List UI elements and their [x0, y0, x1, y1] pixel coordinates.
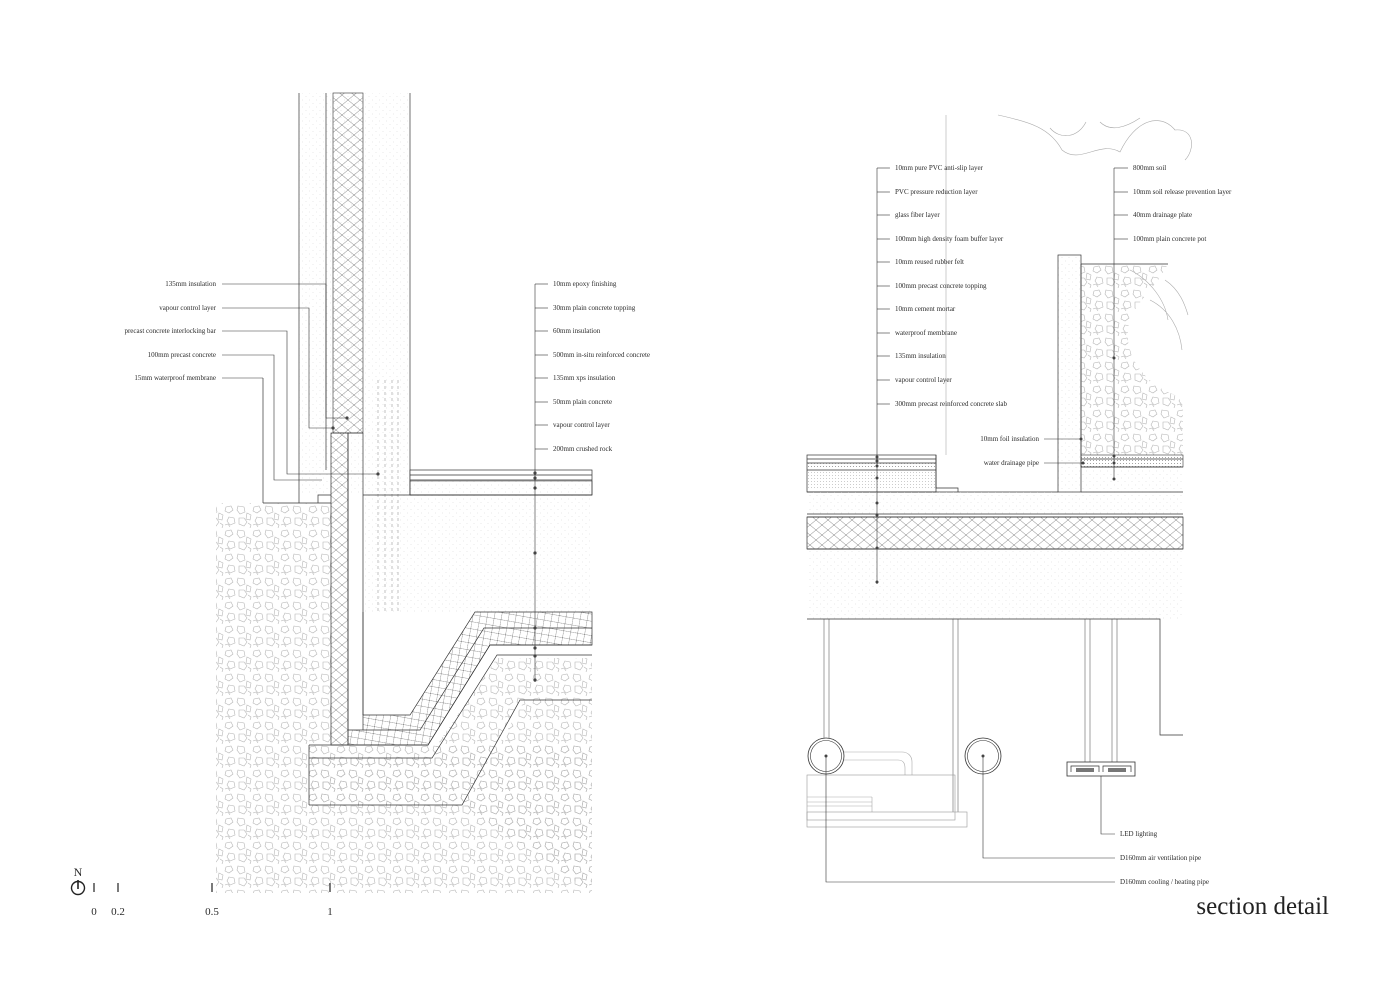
- slab-label: 500mm in-situ reinforced concrete: [553, 351, 650, 359]
- floor-label: 10mm cement mortar: [895, 305, 956, 313]
- scale-label: 0.5: [205, 906, 219, 918]
- floor-label: waterproof membrane: [895, 329, 957, 337]
- left-label: 135mm insulation: [165, 280, 216, 288]
- drainage-pipe-label: water drainage pipe: [984, 459, 1039, 467]
- air-ventilation-label: D160mm air ventilation pipe: [1120, 854, 1201, 862]
- floor-label: 300mm precast reinforced concrete slab: [895, 400, 1007, 408]
- left-wall-detail: [216, 92, 593, 893]
- left-crushed-rock: [309, 658, 592, 805]
- slab-label: 200mm crushed rock: [553, 445, 613, 453]
- led-light-fixture: [1066, 761, 1136, 777]
- scale-bar: 0 0.2 0.5 1: [91, 883, 333, 918]
- floor-label: PVC pressure reduction layer: [895, 188, 978, 196]
- cooling-heating-label: D160mm cooling / heating pipe: [1120, 878, 1209, 886]
- pot-label: 10mm soil release prevention layer: [1133, 188, 1232, 196]
- left-label-group-slab: 10mm epoxy finishing 30mm plain concrete…: [553, 280, 650, 453]
- floor-label: vapour control layer: [895, 376, 952, 384]
- left-label: precast concrete interlocking bar: [124, 327, 216, 335]
- led-lighting-label: LED lighting: [1120, 830, 1158, 838]
- floor-label: 100mm precast concrete topping: [895, 282, 987, 290]
- north-label: N: [74, 865, 83, 879]
- pot-label: 40mm drainage plate: [1133, 211, 1192, 219]
- floor-label: 135mm insulation: [895, 352, 946, 360]
- drawing-title: section detail: [1196, 893, 1329, 920]
- right-label-group-floor: 10mm pure PVC anti-slip layer PVC pressu…: [895, 164, 1007, 408]
- pot-label: 800mm soil: [1133, 164, 1166, 172]
- tree-sketch: [945, 114, 1192, 455]
- floor-label: 100mm high density foam buffer layer: [895, 235, 1004, 243]
- pot-label: 100mm plain concrete pot: [1133, 235, 1206, 243]
- planter-wall: [1057, 254, 1082, 493]
- duct-unit: [806, 751, 968, 828]
- right-label-group-pot: 800mm soil 10mm soil release prevention …: [1133, 164, 1232, 243]
- left-ground-fill: [216, 503, 331, 893]
- slab-label: vapour control layer: [553, 421, 610, 429]
- left-label-group-outer: 135mm insulation vapour control layer pr…: [124, 280, 216, 382]
- north-arrow: N: [70, 865, 86, 896]
- foil-insulation-label: 10mm foil insulation: [980, 435, 1039, 443]
- floor-insulation: [806, 516, 1184, 550]
- left-label: 15mm waterproof membrane: [134, 374, 216, 382]
- slab-label: 10mm epoxy finishing: [553, 280, 617, 288]
- floor-label: glass fiber layer: [895, 211, 940, 219]
- external-xps-insulation: [330, 432, 349, 746]
- scale-label: 0.2: [111, 906, 125, 918]
- slab-label: 135mm xps insulation: [553, 374, 616, 382]
- floor-label: 10mm reused rubber felt: [895, 258, 964, 266]
- right-floor-detail: [806, 114, 1192, 828]
- right-label-group-mid: 10mm foil insulation water drainage pipe: [980, 435, 1039, 467]
- left-label: vapour control layer: [159, 304, 216, 312]
- right-label-group-services: LED lighting D160mm air ventilation pipe…: [1120, 830, 1209, 886]
- wall-insulation-band: [332, 92, 364, 434]
- slab-label: 30mm plain concrete topping: [553, 304, 636, 312]
- scale-label: 1: [327, 906, 333, 918]
- left-ground-fill-right: [463, 700, 592, 893]
- slab-label: 50mm plain concrete: [553, 398, 612, 406]
- scale-label: 0: [91, 906, 97, 918]
- left-label: 100mm precast concrete: [148, 351, 216, 359]
- slab-label: 60mm insulation: [553, 327, 601, 335]
- left-leaders: [222, 283, 548, 682]
- concrete-slab: [807, 549, 1183, 619]
- planter-soil: [1081, 264, 1183, 455]
- right-leaders: [824, 167, 1128, 883]
- floor-label: 10mm pure PVC anti-slip layer: [895, 164, 984, 172]
